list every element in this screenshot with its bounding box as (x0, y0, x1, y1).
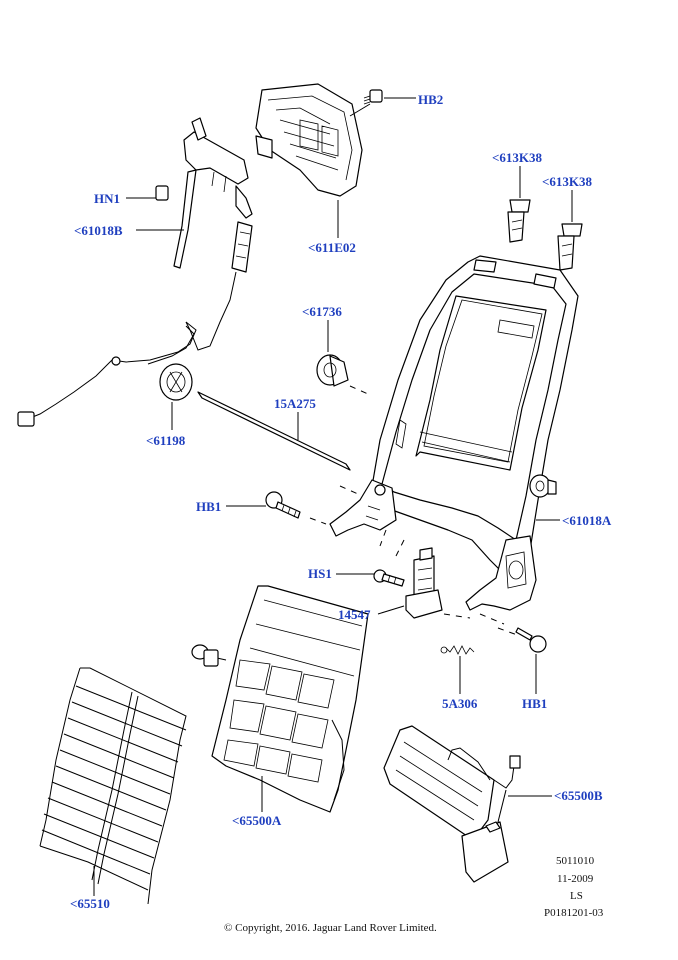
lumbar-mat-65500a-part (191, 585, 369, 813)
diagram-ls: LS (570, 890, 583, 902)
callout-61736: <61736 (302, 304, 342, 319)
callout-14547: 14547 (338, 607, 371, 622)
leader-lines (93, 97, 573, 896)
callout-65500b: <65500B (554, 788, 603, 803)
wiring-harness-part (17, 321, 197, 427)
callout-hn1: HN1 (94, 191, 120, 206)
callout-5a306: 5A306 (442, 696, 478, 711)
wire-grid-65510-part (39, 667, 187, 905)
frame-side-boss-part (529, 474, 557, 498)
frame-bracket-left-part (329, 479, 397, 537)
callout-61018b: <61018B (74, 223, 123, 238)
headrest-guide-left-part (507, 199, 531, 243)
screw-hs1-part (373, 569, 405, 587)
rod-15a275-part (197, 391, 351, 471)
callout-613k38-a: <613K38 (492, 150, 543, 165)
assembly-guide-lines (309, 385, 521, 637)
seat-back-frame-part (369, 255, 579, 581)
copyright-notice: © Copyright, 2016. Jaguar Land Rover Lim… (224, 922, 437, 934)
callout-611e02: <611E02 (308, 240, 356, 255)
callout-15a275: 15A275 (274, 396, 316, 411)
callout-hb1-left: HB1 (196, 499, 221, 514)
spring-5a306-part (440, 645, 475, 655)
pump-61198-part (159, 363, 193, 401)
recliner-bracket-part (465, 535, 537, 611)
diagram-ref: P0181201-03 (544, 907, 604, 919)
control-module-part (255, 83, 363, 197)
bolt-hb1-right-part (515, 627, 547, 653)
callout-61198: <61198 (146, 433, 186, 448)
headrest-guide-right-part (557, 223, 583, 271)
bolt-hb1-left-part (265, 491, 301, 519)
motor-14547-part (405, 547, 443, 619)
screw-hb2-part (363, 89, 383, 105)
knob-61736-part (316, 354, 349, 387)
harness-bracket-part (173, 117, 253, 351)
callout-hs1: HS1 (308, 566, 332, 581)
pump-module-65500b-part (383, 725, 521, 883)
diagram-date: 11-2009 (557, 873, 594, 885)
callout-613k38-b: <613K38 (542, 174, 593, 189)
callout-hb1-right: HB1 (522, 696, 547, 711)
clip-hn1-part (155, 185, 169, 201)
callout-65500a: <65500A (232, 813, 282, 828)
diagram-code: 5011010 (556, 855, 595, 867)
callout-hb2: HB2 (418, 92, 443, 107)
callout-65510: <65510 (70, 896, 110, 911)
callout-61018a: <61018A (562, 513, 612, 528)
